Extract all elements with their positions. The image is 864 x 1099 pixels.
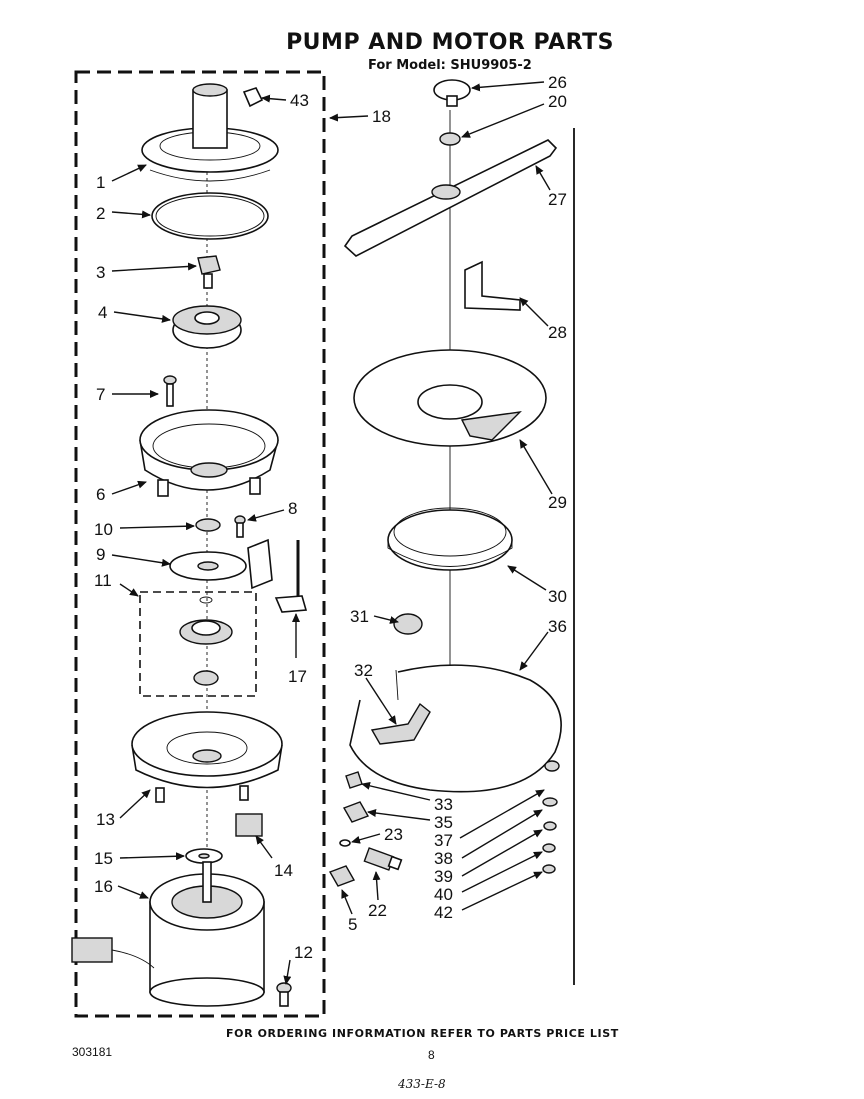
page-number: 8 xyxy=(428,1048,435,1062)
impeller-subassembly-box xyxy=(139,591,257,697)
label-28: 28 xyxy=(548,323,567,342)
label-4: 4 xyxy=(98,303,107,322)
label-2: 2 xyxy=(96,204,105,223)
clamp-5 xyxy=(328,865,356,887)
label-11: 11 xyxy=(94,571,112,590)
o-ring xyxy=(151,192,269,240)
label-8: 8 xyxy=(288,499,297,518)
capacitor-14 xyxy=(235,813,263,837)
clip-33 xyxy=(345,771,363,789)
pump-assembly-box xyxy=(74,70,326,1018)
page-title: PUMP AND MOTOR PARTS xyxy=(286,30,614,55)
label-13: 13 xyxy=(96,810,115,829)
motor-16 xyxy=(71,861,265,1007)
label-14: 14 xyxy=(274,861,293,880)
label-26: 26 xyxy=(548,73,567,92)
cap-26 xyxy=(433,79,471,107)
label-3: 3 xyxy=(96,263,105,282)
label-5: 5 xyxy=(348,915,357,934)
label-31: 31 xyxy=(350,607,369,626)
label-40: 40 xyxy=(434,885,453,904)
label-9: 9 xyxy=(96,545,105,564)
label-12: 12 xyxy=(294,943,313,962)
o-ring-23 xyxy=(339,839,351,847)
heating-element-36 xyxy=(349,664,562,793)
seal-10 xyxy=(195,518,221,532)
plate-9 xyxy=(169,538,273,590)
model-subtitle: For Model: SHU9905-2 xyxy=(368,58,532,73)
bracket-32 xyxy=(370,702,431,745)
washer-20 xyxy=(439,132,461,146)
label-10: 10 xyxy=(94,520,113,539)
impeller-11 xyxy=(179,596,233,686)
filter-screen-29 xyxy=(353,349,547,447)
label-22: 22 xyxy=(368,901,387,920)
ordering-footer: FOR ORDERING INFORMATION REFER TO PARTS … xyxy=(226,1027,619,1040)
label-35: 35 xyxy=(434,813,453,832)
label-23: 23 xyxy=(384,825,403,844)
label-20: 20 xyxy=(548,92,567,111)
chopper-4 xyxy=(172,305,242,349)
label-30: 30 xyxy=(548,587,567,606)
label-37: 37 xyxy=(434,831,453,850)
motor-mount-13 xyxy=(131,711,283,803)
screw-8 xyxy=(234,515,246,538)
clip-43 xyxy=(242,87,264,108)
document-number: 303181 xyxy=(72,1045,113,1059)
label-38: 38 xyxy=(434,849,453,868)
label-32: 32 xyxy=(354,661,373,680)
label-33: 33 xyxy=(434,795,453,814)
screw-7 xyxy=(163,375,177,407)
label-15: 15 xyxy=(94,849,113,868)
label-1: 1 xyxy=(96,173,105,192)
screw-12 xyxy=(276,982,292,1007)
washer-15 xyxy=(185,848,223,864)
fastener-stack xyxy=(542,760,560,874)
label-39: 39 xyxy=(434,867,453,886)
clip-35 xyxy=(342,801,370,823)
thermostat-31 xyxy=(393,613,423,635)
o-ring-inner xyxy=(155,195,265,237)
nut-3 xyxy=(197,255,221,289)
ring-30 xyxy=(387,507,513,571)
leader-lines xyxy=(111,81,553,985)
label-43: 43 xyxy=(290,91,309,110)
spray-arm-27 xyxy=(343,139,558,257)
valve-22 xyxy=(363,847,403,871)
label-27: 27 xyxy=(548,190,567,209)
label-18: 18 xyxy=(372,107,391,126)
label-17: 17 xyxy=(288,667,307,686)
label-16: 16 xyxy=(94,877,113,896)
label-42: 42 xyxy=(434,903,453,922)
label-29: 29 xyxy=(548,493,567,512)
rod-17 xyxy=(274,540,308,613)
pump-cover xyxy=(141,83,279,182)
deflector-28 xyxy=(464,260,521,311)
part-labels: 1 2 3 4 7 6 10 9 11 13 15 16 8 17 14 12 … xyxy=(94,73,567,962)
label-7: 7 xyxy=(96,385,105,404)
handwritten-note: 433-E-8 xyxy=(398,1077,446,1091)
pump-housing xyxy=(139,409,279,497)
label-6: 6 xyxy=(96,485,105,504)
label-36: 36 xyxy=(548,617,567,636)
